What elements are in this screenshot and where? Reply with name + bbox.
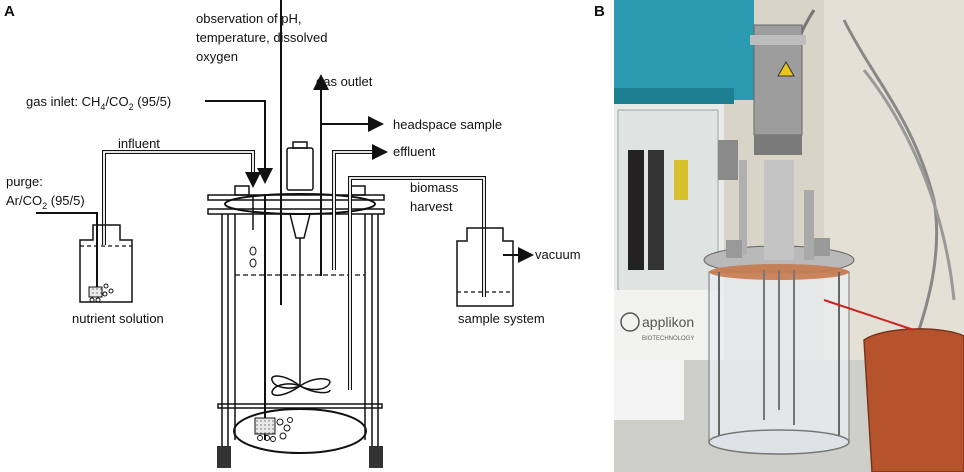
effluent-line	[332, 144, 388, 270]
label-nutrient-solution: nutrient solution	[72, 311, 164, 326]
label-gas-inlet: gas inlet: CH4/CO2 (95/5)	[26, 94, 171, 112]
label-sample-system: sample system	[458, 311, 545, 326]
heater-jacket	[863, 328, 964, 472]
label-observation-2: temperature, dissolved	[196, 30, 328, 45]
label-effluent: effluent	[393, 144, 436, 159]
gas-outlet-line	[313, 74, 384, 276]
label-vacuum: vacuum	[535, 247, 581, 262]
label-observation-1: observation of pH,	[196, 11, 302, 26]
applikon-logo-icon	[620, 312, 640, 332]
reactor-vessel	[207, 185, 385, 468]
gas-inlet-line	[205, 100, 276, 440]
brand-text: applikon	[642, 314, 694, 330]
stirrer	[271, 141, 331, 397]
influent-line	[102, 150, 261, 245]
gas-bubbles	[249, 246, 293, 442]
label-biomass-1: biomass	[410, 180, 459, 195]
panel-b-letter: B	[594, 3, 605, 20]
label-gas-outlet: gas outlet	[316, 74, 373, 89]
panel-a-letter: A	[4, 3, 15, 20]
label-purge-2: Ar/CO2 (95/5)	[6, 193, 85, 211]
label-purge-1: purge:	[6, 174, 43, 189]
label-influent: influent	[118, 136, 160, 151]
nutrient-bottle	[36, 212, 133, 303]
warning-icon	[777, 60, 795, 77]
biomass-harvest-line	[348, 176, 486, 390]
sample-bottle	[456, 227, 534, 307]
label-headspace-sample: headspace sample	[393, 117, 502, 132]
brand-subtext: BIOTECHNOLOGY	[642, 336, 694, 342]
label-observation-3: oxygen	[196, 49, 238, 64]
label-biomass-2: harvest	[410, 199, 453, 214]
bioreactor-photo: applikon BIOTECHNOLOGY	[614, 0, 964, 472]
